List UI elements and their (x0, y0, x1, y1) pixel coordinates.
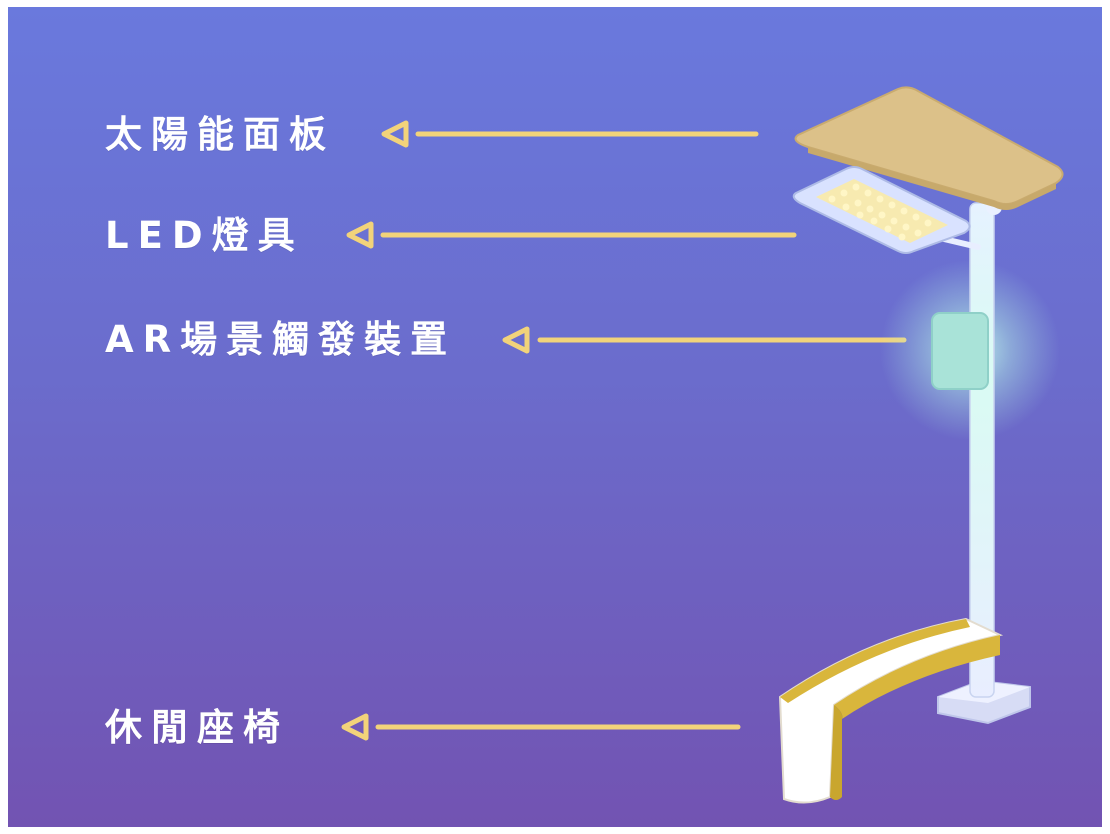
pointer-bench (341, 713, 741, 741)
diagram-canvas: 太陽能面板 LED燈具 AR場景觸發裝置 休閒座椅 (8, 7, 1102, 827)
streetlight-illustration (341, 86, 1064, 804)
solar-panel-shape (794, 86, 1064, 210)
pointer-led-light (346, 221, 797, 249)
pointer-ar-trigger (502, 326, 907, 354)
bench-shape (778, 617, 1004, 804)
lamp-bracket (941, 236, 981, 250)
pointer-solar-panel (381, 120, 759, 148)
label-ar-trigger: AR場景觸發裝置 (105, 318, 457, 361)
label-led-light: LED燈具 (105, 214, 304, 257)
ar-trigger-device (931, 312, 989, 390)
label-solar-panel: 太陽能面板 (105, 113, 335, 156)
label-bench: 休閒座椅 (105, 706, 289, 749)
led-lamp-shape (792, 166, 971, 254)
